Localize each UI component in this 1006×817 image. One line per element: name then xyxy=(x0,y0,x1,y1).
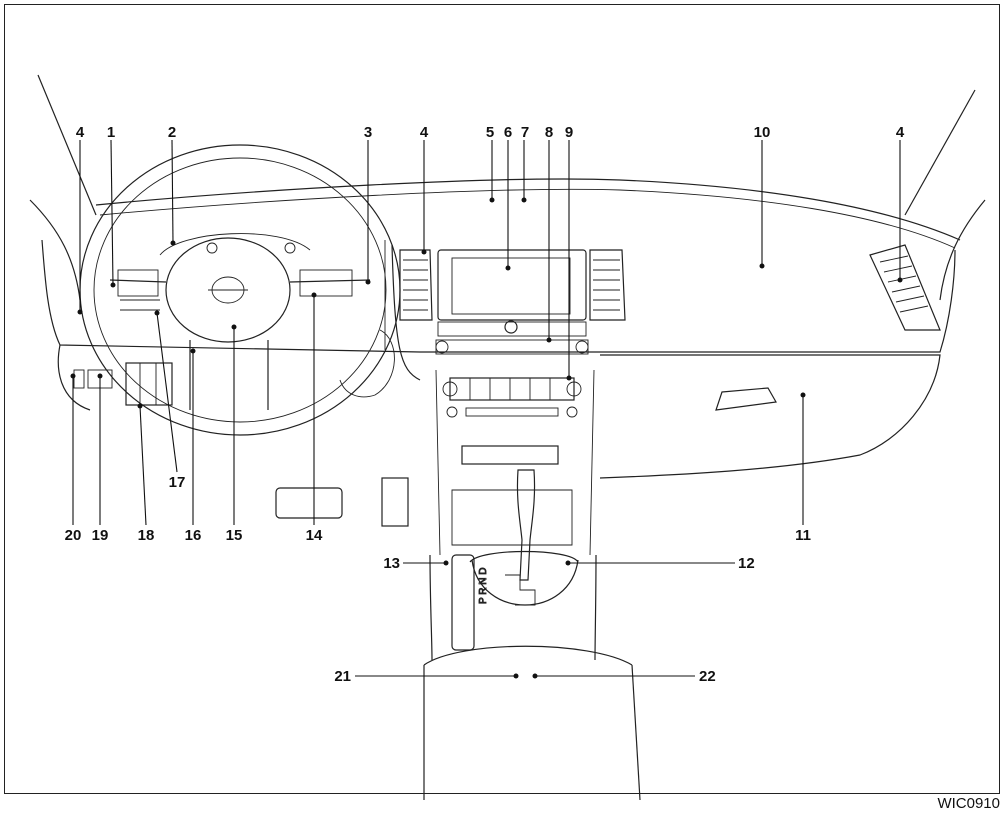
callout-labels: 4 1 2 3 4 5 6 7 8 9 10 4 11 12 13 14 15 … xyxy=(65,124,905,685)
callout-20: 20 xyxy=(65,527,82,544)
callout-15: 15 xyxy=(226,527,243,544)
leader-lines xyxy=(72,139,901,677)
callout-17: 17 xyxy=(169,474,186,491)
callout-21: 21 xyxy=(334,668,351,685)
callout-19: 19 xyxy=(92,527,109,544)
figure-code: WIC0910 xyxy=(937,795,1000,812)
callout-1: 1 xyxy=(107,124,115,141)
dashboard-outline xyxy=(41,178,961,479)
callout-4-left-vent: 4 xyxy=(76,124,85,141)
callout-9: 9 xyxy=(565,124,573,141)
callout-16: 16 xyxy=(185,527,202,544)
callout-14: 14 xyxy=(306,527,323,544)
callout-7: 7 xyxy=(521,124,529,141)
callout-3: 3 xyxy=(364,124,372,141)
leader-dots xyxy=(70,197,903,679)
callout-8: 8 xyxy=(545,124,553,141)
windshield-pillars xyxy=(29,74,986,301)
callout-6: 6 xyxy=(504,124,512,141)
console-armrest xyxy=(423,554,641,801)
left-switches xyxy=(73,329,409,527)
callout-13: 13 xyxy=(383,555,400,572)
svg-text:P R N D: P R N D xyxy=(478,568,489,605)
figure-frame xyxy=(4,4,1000,794)
callout-10: 10 xyxy=(754,124,771,141)
callout-5: 5 xyxy=(486,124,494,141)
callout-11: 11 xyxy=(795,527,811,544)
callout-2: 2 xyxy=(168,124,176,141)
callout-4-center-vent: 4 xyxy=(420,124,429,141)
callout-12: 12 xyxy=(738,555,755,572)
steering-wheel xyxy=(79,144,401,436)
gear-shifter: P R N D xyxy=(469,469,579,606)
callout-4-right-vent: 4 xyxy=(896,124,905,141)
callout-22: 22 xyxy=(699,668,716,685)
center-stack xyxy=(399,249,626,556)
callout-18: 18 xyxy=(138,527,155,544)
